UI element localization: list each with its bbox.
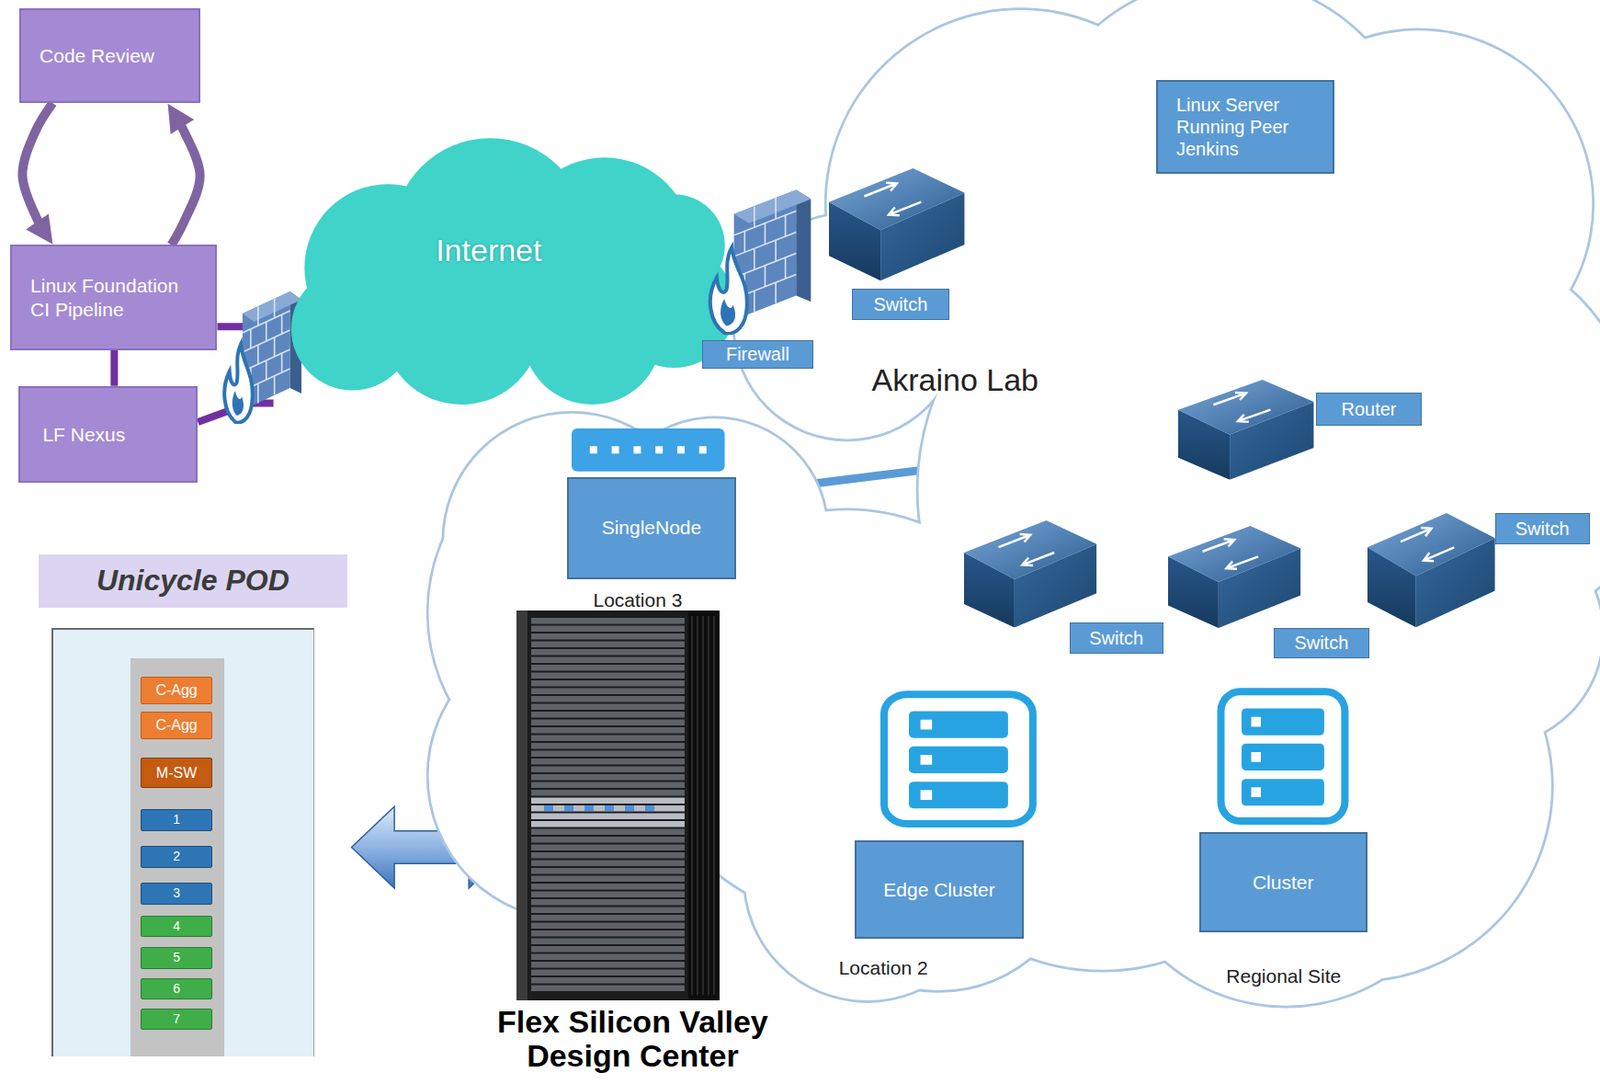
- chip-label: 1: [172, 812, 181, 827]
- device-icon: [964, 520, 1097, 628]
- device-label: Switch: [1515, 517, 1570, 540]
- server-icon: [875, 688, 1042, 829]
- pod-chip: 1: [140, 808, 213, 830]
- device-label: Switch: [1293, 631, 1349, 654]
- caption-slot: Flex Silicon Valley Design Center: [458, 1004, 808, 1074]
- switch-device: Switch: [1168, 525, 1301, 628]
- box-label: Code Review: [39, 44, 155, 68]
- pod-chip: 6: [140, 977, 213, 999]
- location-label: Location 3: [592, 588, 682, 612]
- pod-chip: C-Agg: [140, 711, 213, 739]
- rack-image: [516, 610, 720, 1000]
- device-label-box: Switch: [851, 288, 949, 319]
- pod-chip: 7: [140, 1008, 213, 1030]
- pod-chip: 4: [140, 915, 213, 937]
- switch-device: Switch: [964, 520, 1097, 628]
- device-label: Router: [1340, 397, 1396, 420]
- panel-header: Unicycle POD: [38, 554, 347, 608]
- device-icon: [1168, 525, 1301, 628]
- location-slot: Location 3: [592, 588, 682, 612]
- device-label-box: Switch: [1495, 512, 1590, 544]
- process-box: Linux Foundation CI Pipeline: [10, 244, 217, 350]
- edge-cluster: Edge ClusterLocation 2: [854, 688, 1041, 939]
- switch-device: Switch: [1367, 512, 1496, 627]
- box-label: SingleNode: [601, 515, 703, 539]
- box-label: Linux Foundation CI Pipeline: [30, 273, 189, 320]
- rack-photo: Flex Silicon Valley Design Center: [516, 610, 720, 1000]
- device-icon: [703, 183, 812, 335]
- device-label: Switch: [873, 293, 928, 316]
- chip-label: M-SW: [156, 764, 197, 782]
- device-label: Switch: [1089, 626, 1144, 649]
- chip-label: 4: [172, 919, 181, 933]
- pod-panel: Unicycle PODC-AggC-AggM-SW1234567: [38, 554, 347, 1056]
- location-label: Regional Site: [1225, 964, 1341, 988]
- pod-chip: 5: [140, 946, 213, 968]
- device-icon: [1178, 379, 1315, 480]
- switch-device: Switch: [828, 168, 965, 281]
- cycle-arrow: [22, 102, 53, 231]
- connector-line: [110, 350, 118, 386]
- device-icon: [1367, 512, 1496, 627]
- cloud-title-slot: Akraino Lab: [872, 362, 1039, 398]
- chip-label: C-Agg: [155, 716, 197, 734]
- process-box: LF Nexus: [18, 385, 198, 483]
- single-node: SingleNodeLocation 3: [567, 428, 736, 579]
- firewall-device: Firewall: [703, 183, 812, 335]
- device-label: Firewall: [726, 342, 790, 365]
- cycle-arrow: [170, 117, 200, 246]
- device-icon: [828, 168, 965, 281]
- cloud-title: Internet: [435, 232, 542, 269]
- pod-chip: 3: [140, 882, 213, 904]
- internet-cloud: Internet: [273, 136, 738, 412]
- chip-label: 2: [172, 849, 181, 863]
- chip-label: 3: [172, 885, 181, 900]
- chip-label: 5: [172, 950, 181, 965]
- device-label-box: Firewall: [702, 340, 814, 369]
- device-label-box: Switch: [1273, 627, 1370, 659]
- location-label: Location 2: [839, 955, 929, 979]
- process-box: Code Review: [19, 8, 201, 103]
- server-label-box: Edge Cluster: [854, 839, 1023, 940]
- chip-label: C-Agg: [155, 681, 197, 699]
- pod-chip: M-SW: [140, 757, 213, 788]
- cloud-title: Akraino Lab: [872, 362, 1039, 398]
- box-label: LF Nexus: [42, 422, 125, 446]
- chip-label: 7: [172, 1011, 181, 1026]
- cloud-title-slot: Internet: [435, 232, 542, 269]
- cloud-shape: [273, 136, 738, 412]
- node-bar-icon: [571, 428, 726, 472]
- location-slot: Location 2: [839, 955, 929, 979]
- rack-caption: Flex Silicon Valley Design Center: [458, 1004, 808, 1074]
- server-label-box: SingleNode: [567, 476, 736, 579]
- chip-label: 6: [172, 981, 181, 996]
- cluster: ClusterRegional Site: [1199, 685, 1368, 932]
- pod-chip: 2: [140, 845, 213, 867]
- server-icon: [1214, 685, 1352, 827]
- box-label: Cluster: [1252, 870, 1315, 894]
- server-label-box: Cluster: [1199, 831, 1368, 932]
- box-label: Edge Cluster: [883, 877, 995, 901]
- device-label-box: Router: [1316, 392, 1421, 426]
- location-slot: Regional Site: [1225, 964, 1341, 988]
- panel-title: Unicycle POD: [96, 563, 290, 598]
- server-box: Linux Server Running Peer Jenkins: [1156, 79, 1335, 174]
- device-label-box: Switch: [1069, 622, 1164, 653]
- box-label: Linux Server Running Peer Jenkins: [1176, 93, 1305, 160]
- firewall-icon: [224, 291, 302, 423]
- router-device: Router: [1178, 379, 1315, 480]
- pod-chip: C-Agg: [140, 676, 213, 704]
